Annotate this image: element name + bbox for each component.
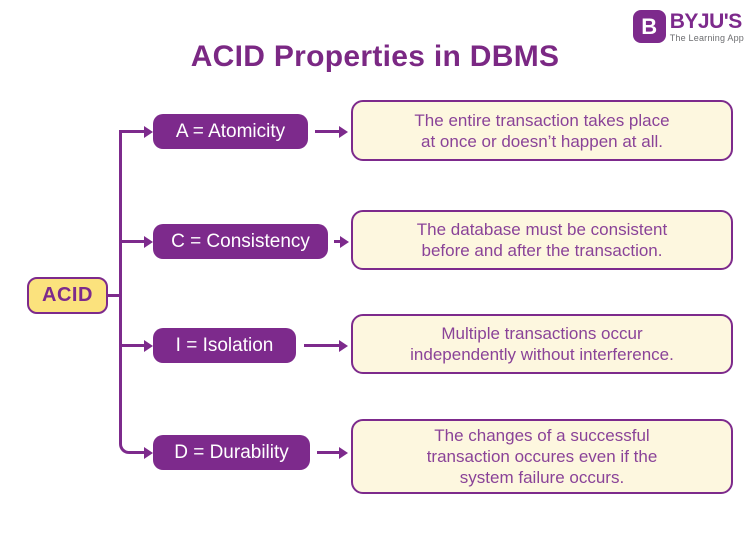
arrowhead-icon — [340, 235, 349, 248]
tree-spine-connector — [119, 130, 131, 454]
description-isolation: Multiple transactions occur independentl… — [351, 314, 733, 374]
description-durability: The changes of a successful transaction … — [351, 419, 733, 494]
acid-to-spine-connector — [106, 294, 121, 297]
arrowhead-icon — [339, 446, 348, 459]
arrow-atomicity-to-description — [315, 125, 348, 138]
arrowhead-icon — [339, 125, 348, 138]
byjus-logo: B BYJU'S The Learning App — [632, 10, 744, 43]
property-node-isolation: I = Isolation — [153, 328, 296, 363]
arrowhead-icon — [144, 235, 153, 248]
byjus-logo-tagline: The Learning App — [669, 33, 744, 43]
description-consistency: The database must be consistent before a… — [351, 210, 733, 270]
byjus-logo-name: BYJU'S — [669, 10, 743, 33]
arrowhead-icon — [339, 339, 348, 352]
byjus-logo-letter: B — [641, 13, 658, 39]
property-node-durability: D = Durability — [153, 435, 310, 470]
description-atomicity: The entire transaction takes place at on… — [351, 100, 733, 161]
arrowhead-icon — [144, 339, 153, 352]
page-title: ACID Properties in DBMS — [190, 40, 560, 73]
branch-arrow-durability — [129, 446, 153, 459]
property-node-atomicity: A = Atomicity — [153, 114, 308, 149]
arrowhead-icon — [144, 125, 153, 138]
byjus-logo-text-group: BYJU'S The Learning App — [670, 10, 744, 43]
arrowhead-icon — [144, 446, 153, 459]
branch-arrow-atomicity — [119, 125, 153, 138]
byjus-logo-icon: B — [632, 10, 666, 43]
arrow-durability-to-description — [317, 446, 348, 459]
property-node-consistency: C = Consistency — [153, 224, 328, 259]
acid-root-node: ACID — [27, 277, 108, 314]
arrow-consistency-to-description — [334, 235, 349, 248]
branch-arrow-isolation — [119, 339, 153, 352]
branch-arrow-consistency — [119, 235, 153, 248]
arrow-isolation-to-description — [304, 339, 348, 352]
